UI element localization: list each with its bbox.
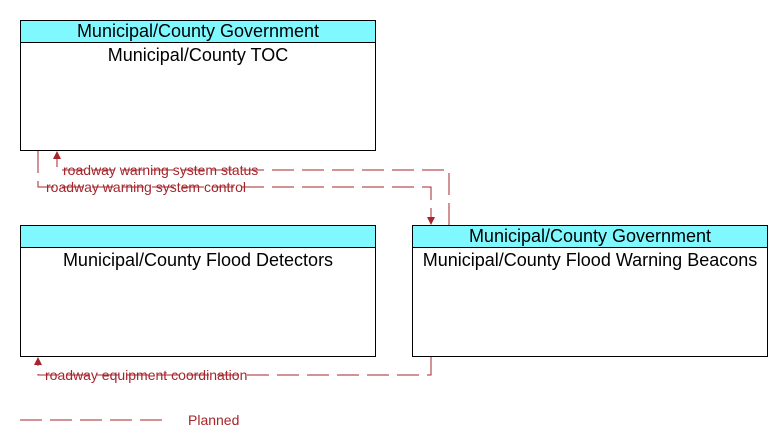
flood-detectors-box-header (21, 226, 375, 248)
flow-control-arrowhead (427, 217, 435, 225)
flood-detectors-box[interactable]: Municipal/County Flood Detectors (20, 225, 376, 357)
flow-coordination[interactable]: roadway equipment coordination (34, 357, 432, 383)
flow-status-label: roadway warning system status (63, 162, 258, 178)
flow-coordination-arrowhead (34, 357, 42, 365)
flow-control-line (37, 151, 432, 219)
toc-box-header: Municipal/County Government (21, 21, 375, 43)
flow-coordination-line (37, 357, 432, 376)
legend-planned-label: Planned (188, 412, 239, 428)
flow-coordination-label: roadway equipment coordination (45, 367, 247, 383)
flow-status-line (56, 157, 450, 225)
flood-warning-beacons-box[interactable]: Municipal/County Government Municipal/Co… (412, 225, 768, 357)
toc-box[interactable]: Municipal/County Government Municipal/Co… (20, 20, 376, 151)
flow-status-arrowhead (53, 151, 61, 159)
flood-detectors-box-title: Municipal/County Flood Detectors (62, 250, 334, 270)
toc-box-title: Municipal/County TOC (107, 45, 289, 65)
legend: Planned (20, 412, 239, 428)
flow-status[interactable]: roadway warning system status (53, 151, 450, 225)
flood-warning-beacons-box-title: Municipal/County Flood Warning Beacons (422, 250, 758, 270)
flow-control-label: roadway warning system control (46, 179, 246, 195)
flow-control[interactable]: roadway warning system control (37, 151, 435, 225)
flood-warning-beacons-box-header: Municipal/County Government (413, 226, 767, 248)
